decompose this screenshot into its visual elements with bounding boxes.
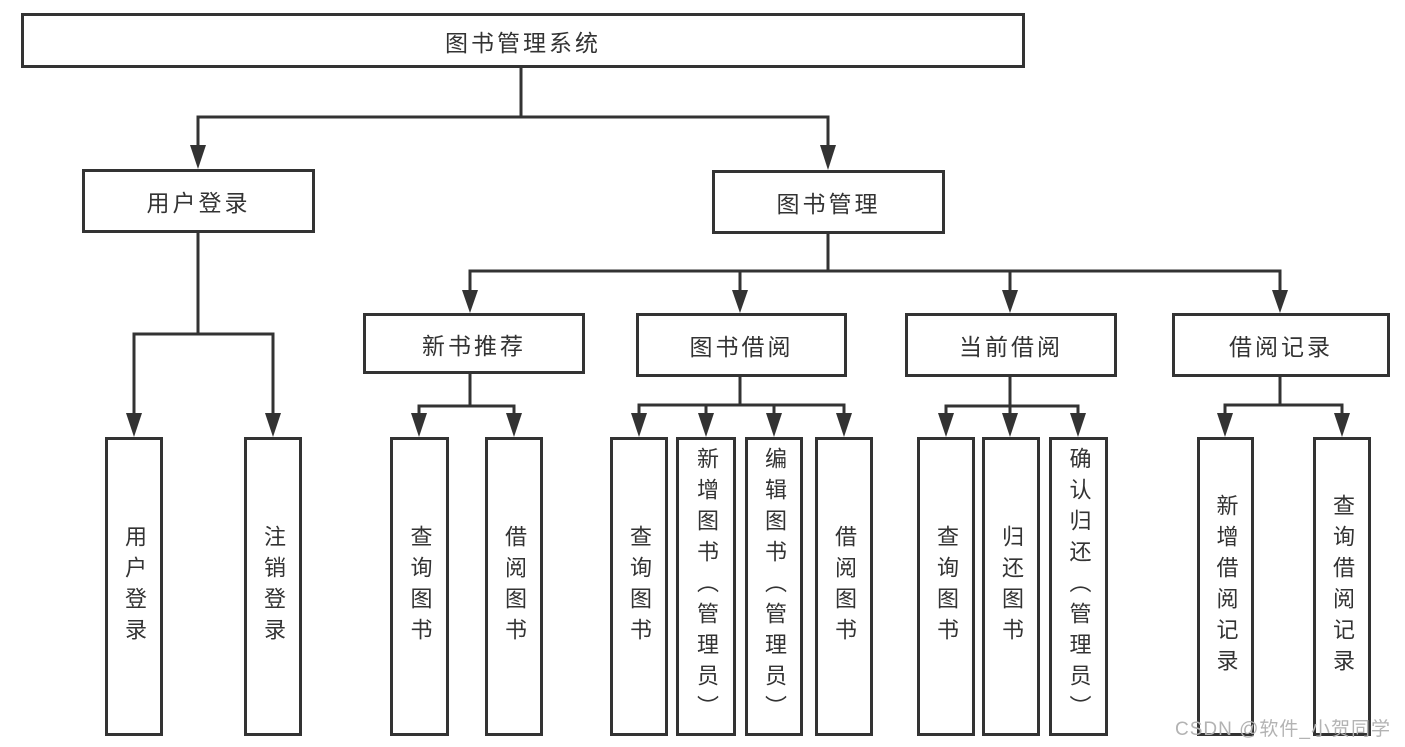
leaf-query-book-current-label: 查询图书: [934, 524, 959, 649]
node-library-management-system-label: 图书管理系统: [445, 29, 601, 56]
leaf-logout: 注销登录: [244, 437, 302, 736]
node-book-borrowing: 图书借阅: [636, 313, 847, 377]
leaf-edit-book-admin-label: 编辑图书（管理员）: [762, 447, 787, 726]
leaf-borrow-book-recommend: 借阅图书: [485, 437, 543, 736]
leaf-borrow-book-label: 借阅图书: [832, 524, 857, 649]
leaf-query-borrow-record: 查询借阅记录: [1313, 437, 1371, 736]
node-new-book-recommendation-label: 新书推荐: [422, 332, 526, 359]
node-current-borrowing: 当前借阅: [905, 313, 1117, 377]
leaf-return-book: 归还图书: [982, 437, 1040, 736]
node-borrowing-records: 借阅记录: [1172, 313, 1390, 377]
node-book-management-label: 图书管理: [776, 191, 881, 217]
leaf-query-book-recommend: 查询图书: [390, 437, 449, 736]
leaf-borrow-book-recommend-label: 借阅图书: [502, 524, 527, 649]
leaf-add-book-admin-label: 新增图书（管理员）: [694, 447, 719, 726]
node-library-management-system: 图书管理系统: [21, 13, 1025, 68]
leaf-add-borrow-record-label: 新增借阅记录: [1213, 493, 1239, 680]
node-book-management: 图书管理: [712, 170, 945, 234]
leaf-user-login: 用户登录: [105, 437, 163, 736]
leaf-confirm-return-admin-label: 确认归还（管理员）: [1066, 447, 1092, 726]
leaf-query-borrow-record-label: 查询借阅记录: [1330, 493, 1355, 680]
leaf-logout-label: 注销登录: [261, 524, 286, 649]
leaf-query-book-recommend-label: 查询图书: [407, 524, 433, 649]
leaf-query-book-borrowing-label: 查询图书: [627, 524, 652, 649]
node-book-borrowing-label: 图书借阅: [689, 334, 794, 360]
leaf-return-book-label: 归还图书: [999, 524, 1024, 649]
arrowheads: [126, 145, 1350, 437]
node-user-login: 用户登录: [82, 169, 315, 233]
leaf-query-book-borrowing: 查询图书: [610, 437, 668, 736]
csdn-watermark: CSDN @软件_小贺同学: [1175, 719, 1391, 740]
leaf-confirm-return-admin: 确认归还（管理员）: [1049, 437, 1108, 736]
leaf-add-borrow-record: 新增借阅记录: [1197, 437, 1254, 736]
leaf-add-book-admin: 新增图书（管理员）: [676, 437, 736, 736]
leaf-query-book-current: 查询图书: [917, 437, 975, 736]
node-borrowing-records-label: 借阅记录: [1229, 334, 1333, 360]
leaf-edit-book-admin: 编辑图书（管理员）: [745, 437, 803, 736]
leaf-user-login-label: 用户登录: [122, 524, 147, 649]
leaf-borrow-book: 借阅图书: [815, 437, 873, 736]
node-new-book-recommendation: 新书推荐: [363, 313, 585, 374]
node-current-borrowing-label: 当前借阅: [959, 334, 1063, 360]
node-user-login-label: 用户登录: [146, 190, 251, 216]
